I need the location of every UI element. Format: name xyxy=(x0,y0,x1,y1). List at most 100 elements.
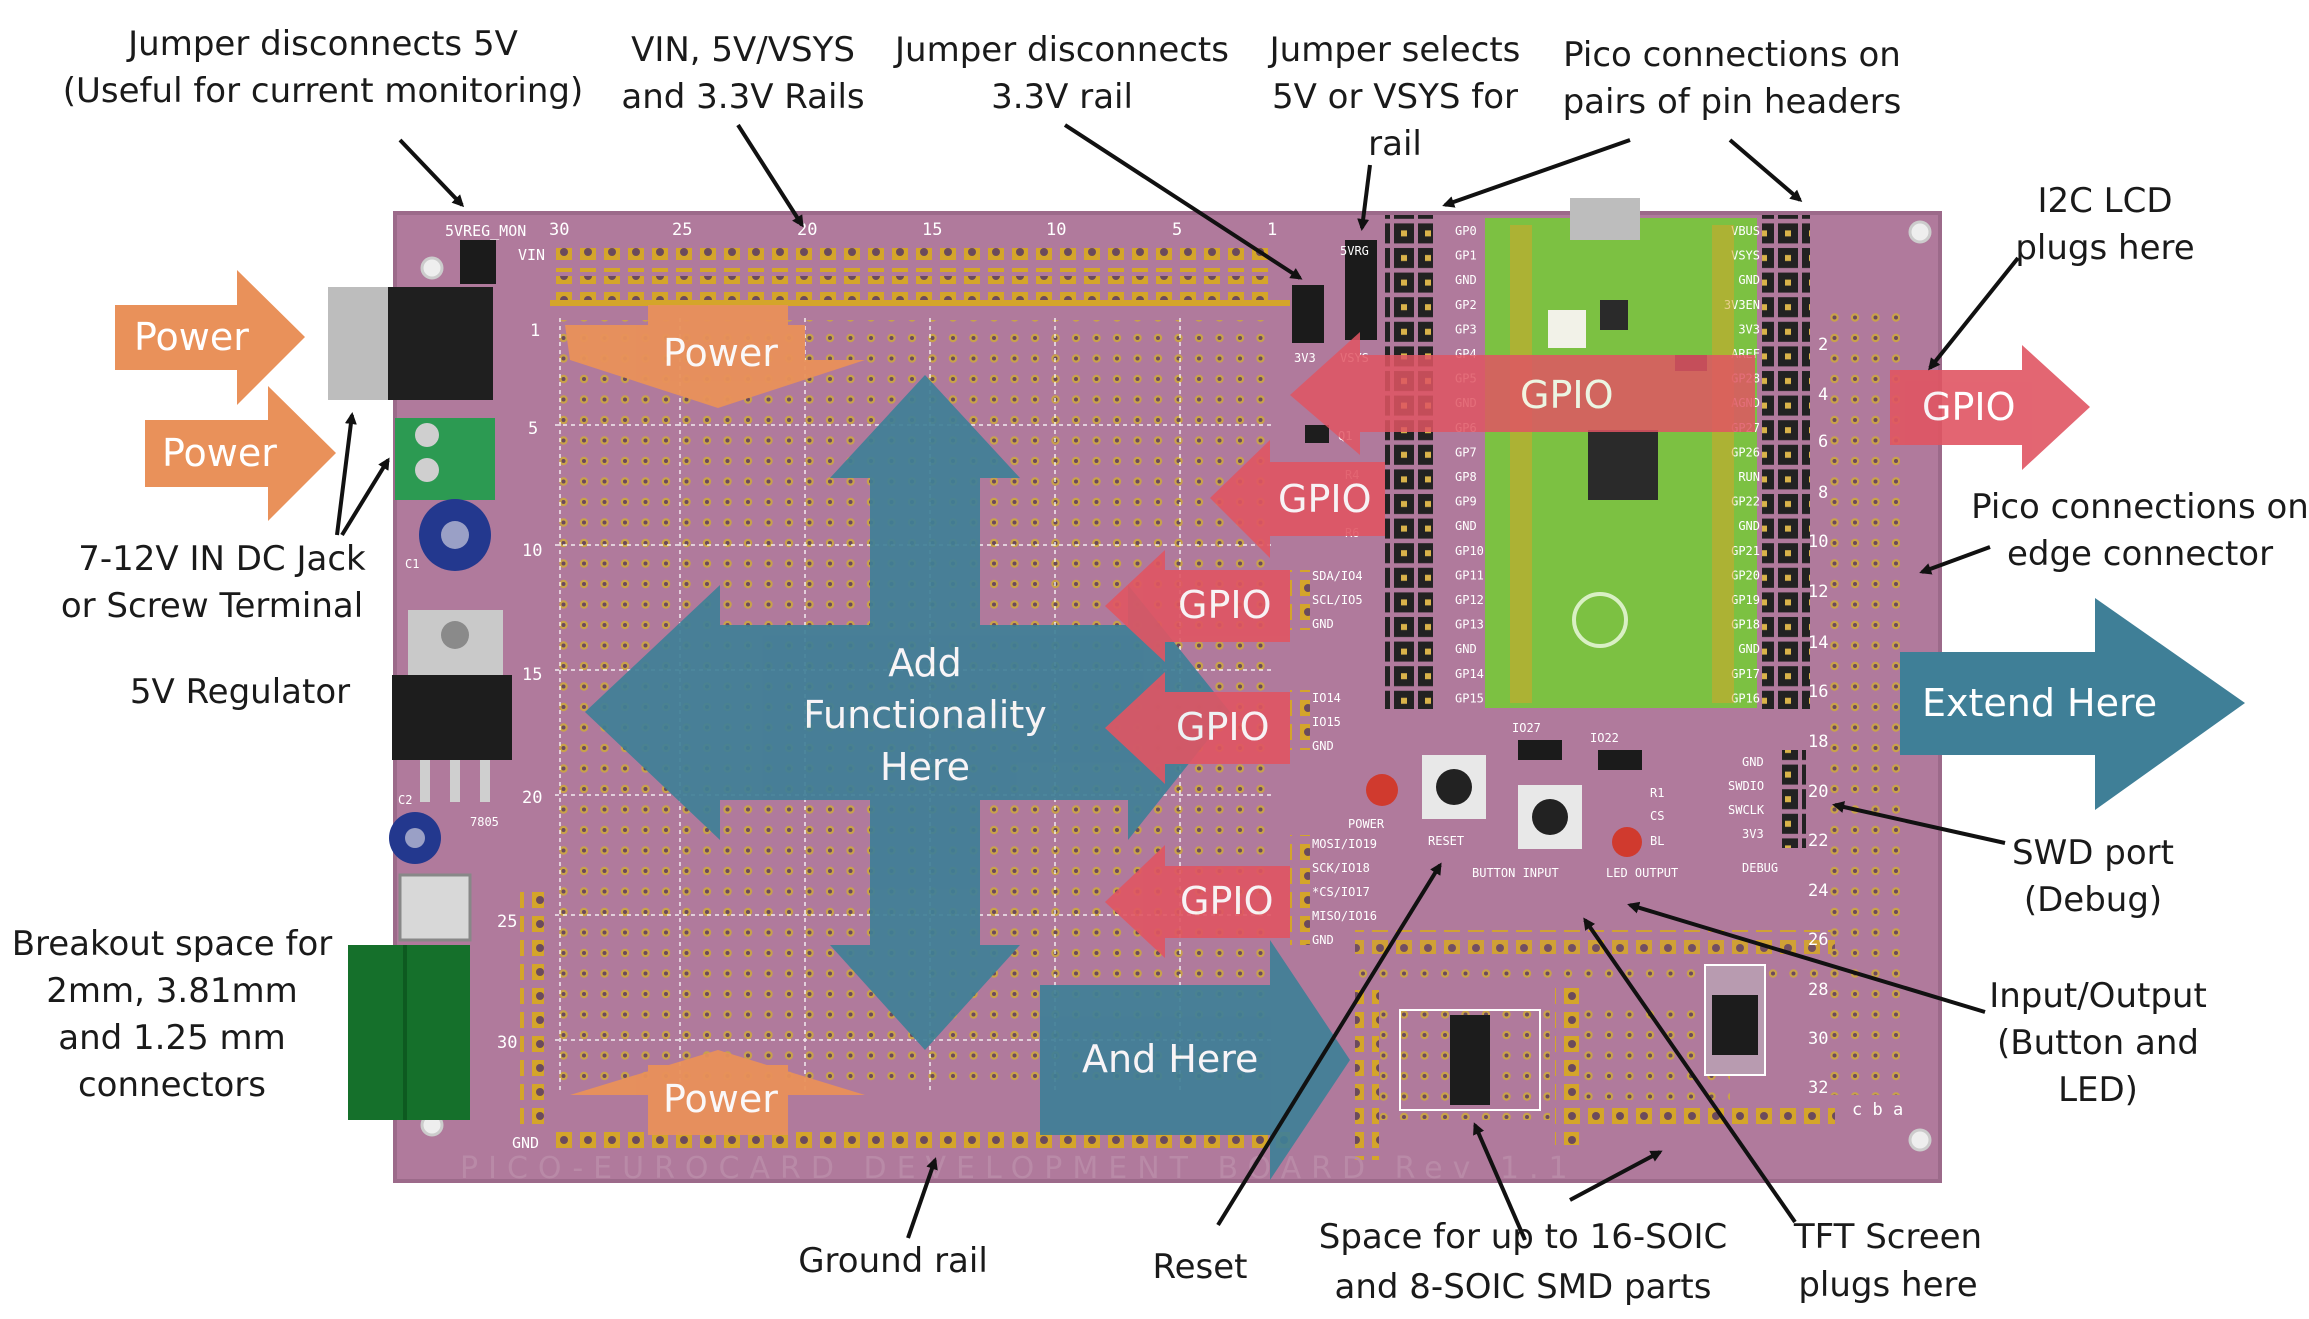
pico-right-header-outer xyxy=(1786,215,1810,709)
add-label-3: Here xyxy=(880,745,970,789)
svg-text:3.3V rail: 3.3V rail xyxy=(991,77,1133,117)
svg-text:10: 10 xyxy=(1808,532,1828,552)
spi-header-labels: MOSI/IO19 SCK/IO18 *CS/IO17 MISO/IO16 GN… xyxy=(1312,837,1377,947)
capacitor-c2: C2 xyxy=(389,793,441,864)
svg-text:BL: BL xyxy=(1650,834,1664,848)
jumper-3v3-rail: 3V3 xyxy=(1292,285,1324,365)
pico-pin-label: VBUS xyxy=(1731,224,1760,238)
add-functionality-arrow: Add Functionality Here xyxy=(585,375,1230,1050)
silk-gnd: GND xyxy=(512,1134,539,1152)
svg-text:I2C LCD: I2C LCD xyxy=(2037,181,2172,221)
svg-text:GND: GND xyxy=(1312,933,1334,947)
pico-pin-label: GP14 xyxy=(1455,667,1484,681)
svg-text:GPIO: GPIO xyxy=(1178,583,1271,627)
silk-5vreg-mon: 5VREG_MON xyxy=(445,222,526,240)
gpio-arrow-io: GPIO xyxy=(1105,550,1290,662)
gpio-arrow-spi: GPIO xyxy=(1105,845,1290,958)
silk-io27: IO27 xyxy=(1512,721,1541,735)
gpio-arrow-io14: GPIO xyxy=(1105,672,1290,784)
svg-text:LED): LED) xyxy=(2058,1070,2138,1110)
pico-pin-label: GND xyxy=(1738,642,1760,656)
svg-text:rail: rail xyxy=(1368,124,1422,164)
svg-text:5VRG: 5VRG xyxy=(1340,244,1369,258)
svg-text:GND: GND xyxy=(1312,739,1334,753)
pico-pin-label: GP12 xyxy=(1455,593,1484,607)
pico-pin-label: GP7 xyxy=(1455,445,1477,459)
svg-text:Space for up to 16-SOIC: Space for up to 16-SOIC xyxy=(1319,1217,1728,1257)
svg-text:Jumper disconnects 5V: Jumper disconnects 5V xyxy=(126,24,518,64)
svg-text:C1: C1 xyxy=(405,557,419,571)
io-header-labels: IO14 IO15 GND xyxy=(1312,691,1341,753)
svg-text:(Debug): (Debug) xyxy=(2024,880,2162,920)
svg-text:18: 18 xyxy=(1808,732,1828,752)
gpio-arrow-right: GPIO xyxy=(1890,345,2090,470)
pico-left-pin-labels: GP0GP1GNDGP2GP3GP4GP5GNDGP6GP7GP8GP9GNDG… xyxy=(1455,224,1484,705)
breakout-connectors xyxy=(348,873,472,1120)
svg-text:8: 8 xyxy=(1818,483,1828,503)
pico-pin-label: GND xyxy=(1455,273,1477,287)
svg-text:connectors: connectors xyxy=(78,1065,266,1105)
column-numbers: 30 25 20 15 10 5 1 xyxy=(549,220,1277,240)
svg-text:GPIO: GPIO xyxy=(1520,373,1613,417)
svg-text:5V or VSYS for: 5V or VSYS for xyxy=(1272,77,1518,117)
silk-io22: IO22 xyxy=(1590,731,1619,745)
svg-text:GPIO: GPIO xyxy=(1922,385,2015,429)
annotation-ground-rail: Ground rail xyxy=(798,1241,988,1281)
svg-text:Power: Power xyxy=(162,431,277,475)
svg-text:R1: R1 xyxy=(1650,786,1664,800)
and-here-arrow: And Here xyxy=(1040,940,1350,1180)
svg-text:20: 20 xyxy=(522,788,542,808)
svg-text:6: 6 xyxy=(1818,432,1828,452)
svg-text:CS: CS xyxy=(1650,809,1664,823)
svg-text:TFT Screen: TFT Screen xyxy=(1793,1217,1982,1257)
svg-text:1: 1 xyxy=(1267,220,1277,240)
callout-lines xyxy=(335,123,2020,1241)
annotation-i2c-lcd: I2C LCD plugs here xyxy=(2015,181,2194,268)
pico-pin-label: 3V3 xyxy=(1738,322,1760,336)
svg-text:24: 24 xyxy=(1808,881,1828,901)
svg-text:(Useful for current monitoring: (Useful for current monitoring) xyxy=(63,71,583,111)
svg-text:25: 25 xyxy=(497,912,517,932)
pico-pin-label: GP19 xyxy=(1731,593,1760,607)
svg-text:SWDIO: SWDIO xyxy=(1728,779,1764,793)
pico-pin-label: GND xyxy=(1738,273,1760,287)
raspberry-logo-icon xyxy=(1572,592,1628,648)
svg-text:SDA/IO4: SDA/IO4 xyxy=(1312,569,1363,583)
svg-text:Pico connections on: Pico connections on xyxy=(1971,487,2309,527)
dc-jack xyxy=(328,287,493,400)
raspberry-pi-pico: GP0GP1GNDGP2GP3GP4GP5GNDGP6GP7GP8GP9GNDG… xyxy=(1455,198,1760,708)
pico-pin-label: GP11 xyxy=(1455,568,1484,582)
jumper-5v-vsys-select: 5VRG VSYS xyxy=(1340,240,1377,365)
annotation-pico-pairs: Pico connections on pairs of pin headers xyxy=(1563,35,1902,122)
svg-text:Jumper disconnects: Jumper disconnects xyxy=(893,30,1229,70)
svg-text:SCL/IO5: SCL/IO5 xyxy=(1312,593,1363,607)
extend-here-arrow: Extend Here xyxy=(1900,598,2245,810)
svg-text:Pico connections on: Pico connections on xyxy=(1563,35,1901,75)
pico-pin-label: GP20 xyxy=(1731,568,1760,582)
power-led: POWER xyxy=(1348,774,1398,831)
svg-text:GPIO: GPIO xyxy=(1278,477,1371,521)
svg-text:26: 26 xyxy=(1808,930,1828,950)
annotation-dc-input: 7-12V IN DC Jack or Screw Terminal xyxy=(61,539,366,626)
svg-text:edge connector: edge connector xyxy=(2007,534,2273,574)
svg-text:30: 30 xyxy=(549,220,569,240)
annotation-io: Input/Output (Button and LED) xyxy=(1989,976,2207,1110)
pico-pin-label: GP0 xyxy=(1455,224,1477,238)
svg-text:7-12V IN DC Jack: 7-12V IN DC Jack xyxy=(78,539,366,579)
edge-connector-holes xyxy=(1828,305,1900,1095)
pico-pin-label: GP8 xyxy=(1455,470,1477,484)
svg-text:GND: GND xyxy=(1312,617,1334,631)
svg-text:10: 10 xyxy=(522,541,542,561)
pico-pin-label: GP26 xyxy=(1731,445,1760,459)
top-rail-pads xyxy=(550,248,1270,272)
svg-text:or Screw Terminal: or Screw Terminal xyxy=(61,586,363,626)
annotation-tft: TFT Screen plugs here xyxy=(1793,1217,1982,1305)
svg-text:IO15: IO15 xyxy=(1312,715,1341,729)
svg-text:POWER: POWER xyxy=(1348,817,1385,831)
annotation-pico-edge: Pico connections on edge connector xyxy=(1971,487,2309,574)
and-here-label: And Here xyxy=(1082,1037,1258,1081)
pico-right-header-inner xyxy=(1762,215,1786,709)
svg-text:and 1.25 mm: and 1.25 mm xyxy=(58,1018,286,1058)
gpio-arrow-i2c: GPIO xyxy=(1210,440,1385,558)
